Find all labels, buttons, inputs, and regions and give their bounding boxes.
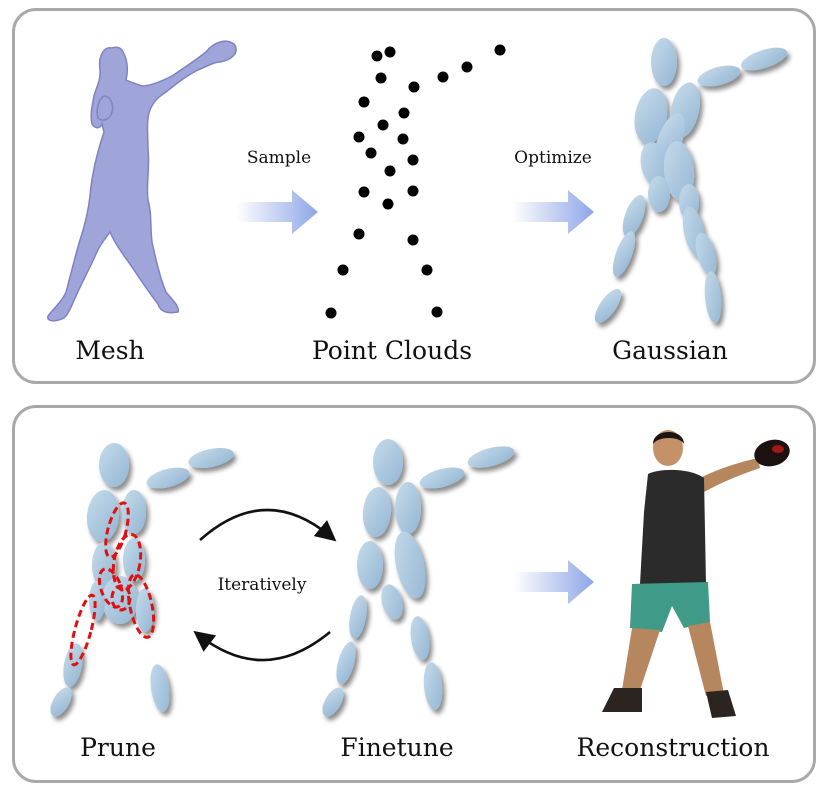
boxer-torso [640,469,706,584]
finetune-ellipse [357,541,383,589]
mesh-body [47,40,237,322]
prune-ellipse [92,542,116,588]
boxer-right-arm [700,458,760,492]
point [397,133,409,145]
prune-ellipse [122,490,146,534]
point-clouds-label: Point Clouds [311,336,473,365]
finetune-ellipse [322,687,344,717]
mesh-left-arm [96,95,114,121]
point [365,147,377,159]
point [461,61,473,73]
point [353,131,365,143]
point [407,234,419,246]
point [407,154,419,166]
point [437,71,449,83]
prune-figure [50,443,234,717]
boxer-hair [653,432,684,444]
pruned-outline [126,573,156,639]
gaussian-ellipse [651,38,677,86]
point [353,228,365,240]
point [358,96,370,108]
gaussian-ellipse [634,88,668,144]
finetune-ellipse [373,439,403,485]
point [384,46,396,58]
point [431,306,443,318]
gaussian-label: Gaussian [612,336,728,365]
prune-label: Prune [80,733,156,762]
prune-ellipse [89,581,105,621]
sample-arrow [236,190,318,234]
finetune-ellipse [395,482,421,534]
gaussian-ellipse [640,142,668,186]
point [371,50,383,62]
finetune-ellipse [419,467,465,489]
reconstruction-arrow [514,560,594,604]
pruned-outline [110,584,132,612]
prune-ellipse [50,687,72,717]
gaussian-ellipse [697,65,741,87]
finetune-ellipse [467,446,515,468]
pruned-outline [69,593,97,667]
prune-ellipse [136,588,154,632]
gaussian-ellipse [612,231,636,277]
boxer-right-shoe [706,690,736,718]
iteratively-label: Iteratively [217,575,307,595]
boxer-left-leg [622,628,660,690]
gaussian-ellipse [594,288,622,324]
gaussian-ellipse [741,47,787,71]
finetune-ellipse [336,641,356,685]
gaussian-ellipse [695,232,717,276]
point [494,44,506,56]
prune-ellipse [123,538,145,582]
point [408,81,420,93]
prune-ellipse [86,490,120,542]
mesh-label: Mesh [75,336,145,365]
prune-ellipse [146,467,190,489]
point [407,185,419,197]
sample-label: Sample [246,148,312,168]
point [398,107,410,119]
finetune-figure [322,439,515,717]
finetune-ellipse [381,584,403,620]
point [325,307,337,319]
finetune-ellipse [423,662,443,710]
gaussian-ellipse [622,195,646,237]
point [358,186,370,198]
optimize-arrow [512,190,594,234]
prune-ellipse [150,664,170,712]
prune-ellipse [188,447,234,469]
finetune-label: Finetune [340,733,454,762]
finetune-ellipse [362,487,392,537]
gaussian-ellipse [648,176,670,212]
reconstruction-label: Reconstruction [576,733,770,762]
prune-outlines [69,501,156,667]
mesh-figure [47,40,237,322]
prune-ellipse [99,443,129,487]
boxer-shorts [630,582,710,632]
point [382,198,394,210]
cycle-arrow-bottom [193,630,331,662]
boxer-glove-right-highlight [772,445,784,453]
point [421,264,433,276]
point [375,72,387,84]
gaussian-ellipse [704,271,722,323]
gaussian-figure [594,38,787,324]
finetune-ellipse [394,531,426,599]
boxer-left-shoe [602,688,642,712]
point-cloud [325,44,506,319]
pruned-outline [104,501,130,559]
finetune-ellipse [410,616,430,660]
point [337,264,349,276]
cycle-arrow-top [199,508,337,542]
finetune-ellipse [349,595,367,639]
point [377,119,389,131]
boxer-right-leg [688,622,724,696]
point [384,165,396,177]
reconstruction-person [602,430,790,718]
optimize-label: Optimize [514,148,592,168]
